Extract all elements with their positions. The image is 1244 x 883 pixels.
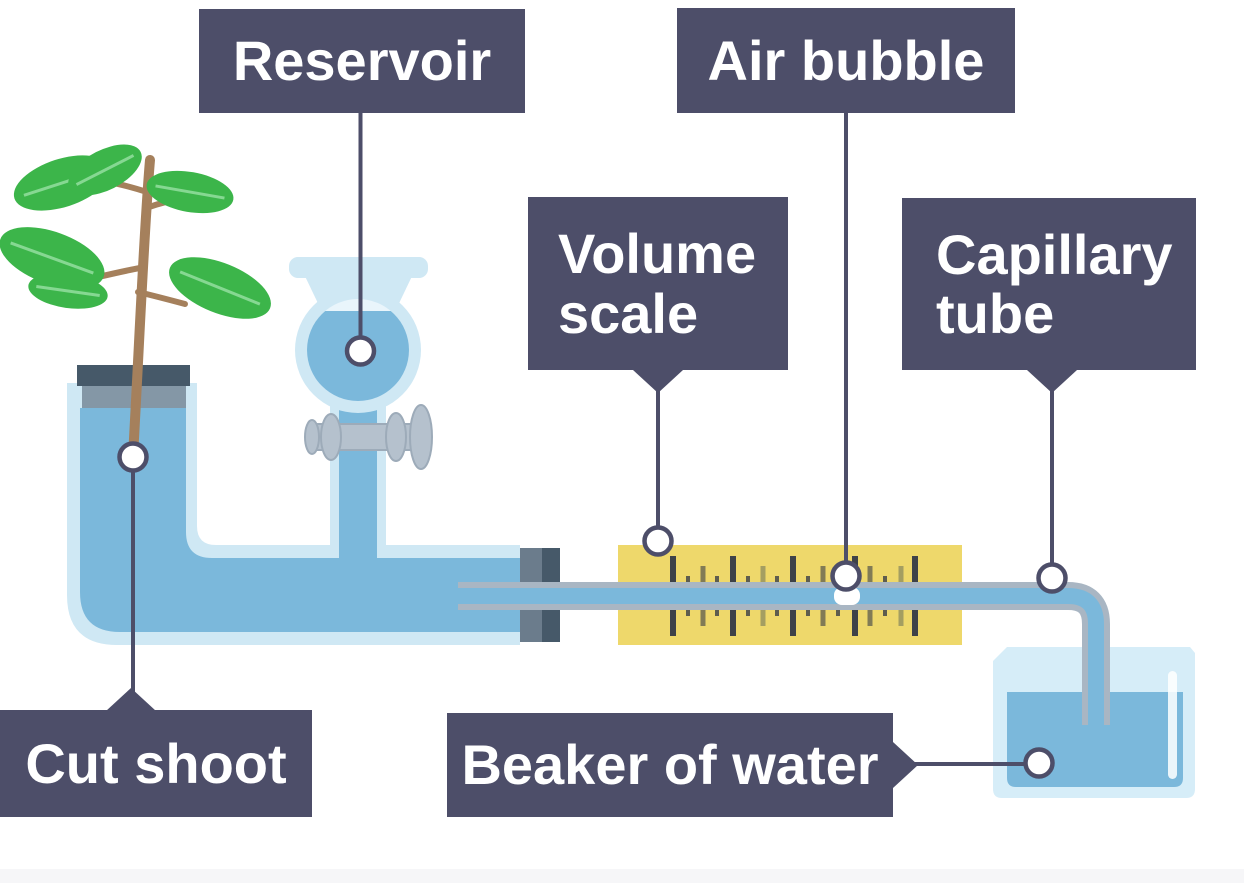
capillary-tube-core xyxy=(458,588,1104,725)
stopcock-tap xyxy=(304,404,433,470)
label-pointers xyxy=(106,370,1077,788)
label-beaker-of-water: Beaker of water xyxy=(447,713,893,817)
footer-strip xyxy=(0,869,1244,883)
label-reservoir: Reservoir xyxy=(199,9,525,113)
shoot-leaves xyxy=(0,144,271,319)
pointer-volume-scale xyxy=(633,370,683,393)
cut-shoot-plant xyxy=(0,144,271,462)
pointer-capillary-tube xyxy=(1027,370,1077,393)
shoot-tube-water xyxy=(80,408,520,632)
capillary-tube xyxy=(458,582,1110,725)
beaker-highlight xyxy=(1168,671,1177,779)
connector-dots xyxy=(117,335,1068,779)
label-connectors xyxy=(131,112,1054,766)
connector-dot-air-bubble xyxy=(830,560,862,592)
label-volume-scale: Volume scale xyxy=(528,197,788,370)
connector-dot-volume-scale xyxy=(642,525,674,557)
pointer-beaker xyxy=(893,742,918,788)
connector-dot-reservoir xyxy=(344,335,377,367)
connector-dot-beaker xyxy=(1023,747,1055,779)
air-bubble xyxy=(834,587,860,605)
label-capillary-tube: Capillary tube xyxy=(902,198,1196,370)
connector-dot-capillary-tube xyxy=(1036,562,1068,594)
pointer-cut-shoot xyxy=(106,688,156,711)
label-air-bubble: Air bubble xyxy=(677,8,1015,113)
connector-dot-cut-shoot xyxy=(117,441,149,473)
label-cut-shoot: Cut shoot xyxy=(0,710,312,817)
